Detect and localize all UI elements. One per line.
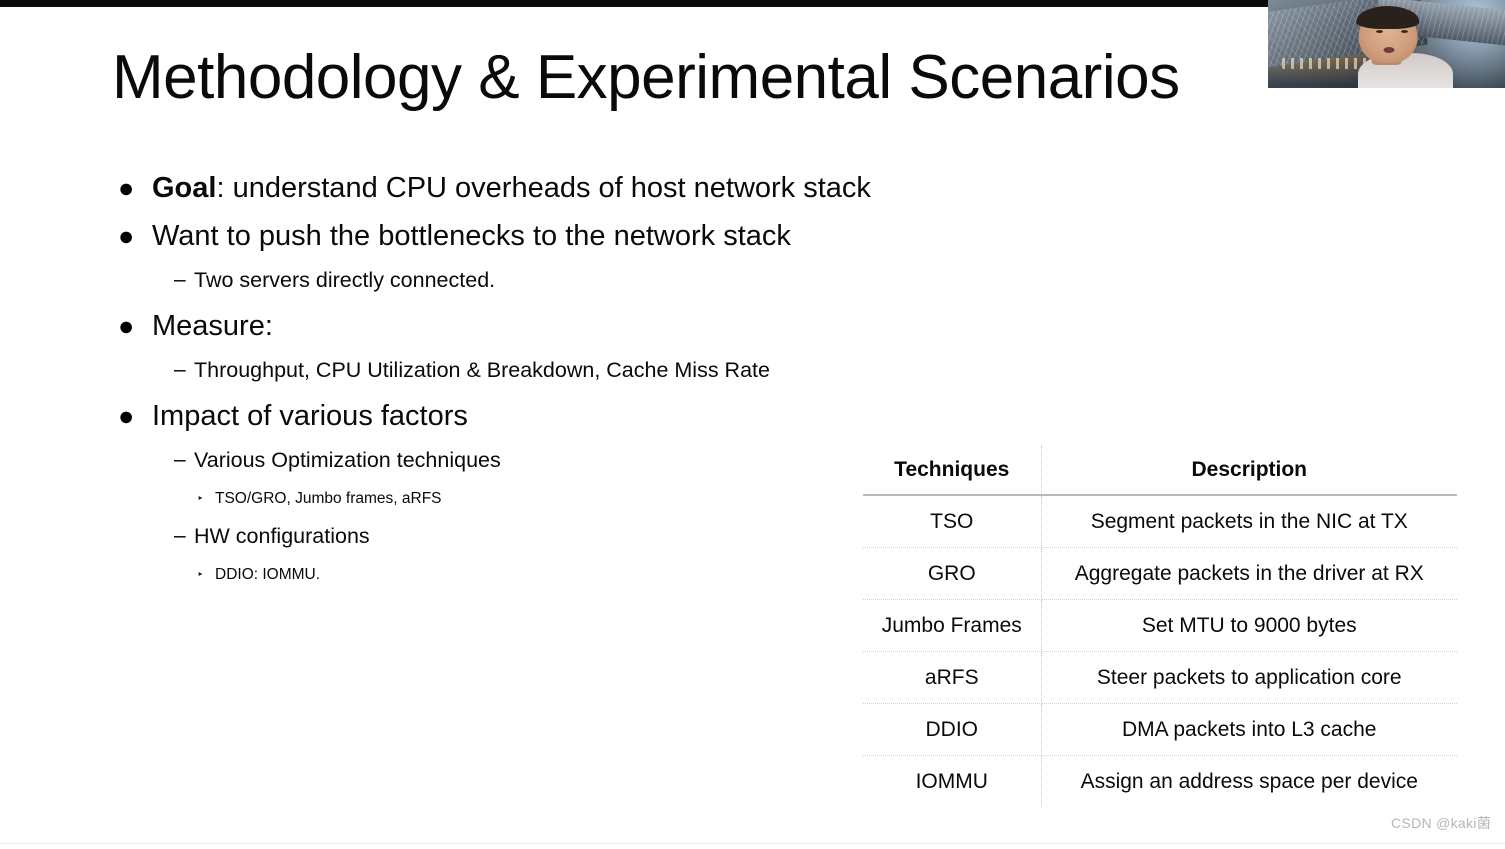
dash-icon: –: [174, 524, 186, 547]
top-black-bar: [0, 0, 1268, 7]
table-cell-description: Set MTU to 9000 bytes: [1041, 599, 1457, 652]
dash-icon: –: [174, 268, 186, 291]
techniques-table: Techniques Description TSO Segment packe…: [863, 446, 1457, 807]
triangle-icon: ‣: [197, 493, 204, 505]
bullet-group-want: ● Want to push the bottlenecks to the ne…: [112, 216, 852, 296]
table-row: DDIO DMA packets into L3 cache: [863, 703, 1457, 756]
sub-sub-bullet-techniques-label: TSO/GRO, Jumbo frames, aRFS: [215, 490, 442, 507]
table-cell-description: Assign an address space per device: [1080, 769, 1418, 793]
bullet-item-measure: ● Measure:: [112, 306, 852, 346]
page-title: Methodology & Experimental Scenarios: [112, 43, 1180, 112]
table-row: TSO Segment packets in the NIC at TX: [863, 495, 1457, 548]
table-cell-technique: IOMMU: [863, 755, 1042, 807]
table-cell-technique: TSO: [863, 495, 1042, 548]
bullet-item-goal-label: Goal: understand CPU overheads of host n…: [152, 168, 871, 208]
table-cell-technique: GRO: [863, 547, 1042, 600]
bullet-dot-icon: ●: [118, 173, 135, 203]
dash-icon: –: [174, 448, 186, 471]
table-cell-technique: DDIO: [863, 703, 1042, 756]
table-row: aRFS Steer packets to application core: [863, 651, 1457, 704]
dash-icon: –: [174, 358, 186, 381]
sub-sub-bullet-ddio: ‣ DDIO: IOMMU.: [112, 562, 852, 588]
bullet-item-impact: ● Impact of various factors: [112, 396, 852, 436]
presenter-mouth: [1383, 46, 1395, 53]
bullet-item-measure-label: Measure:: [152, 310, 273, 342]
presenter-eye-right: [1400, 29, 1408, 33]
sub-bullet-metrics-label: Throughput, CPU Utilization & Breakdown,…: [194, 358, 770, 382]
table-cell-technique: aRFS: [863, 651, 1042, 704]
sub-bullet-hw-config: – HW configurations: [112, 520, 852, 552]
table-header-techniques: Techniques: [863, 446, 1042, 496]
building-lights: [1282, 58, 1392, 69]
table-row: Jumbo Frames Set MTU to 9000 bytes: [863, 599, 1457, 652]
presenter-eye-left: [1375, 29, 1383, 33]
table-row: GRO Aggregate packets in the driver at R…: [863, 547, 1457, 600]
bullet-dot-icon: ●: [118, 401, 135, 431]
bullet-group-impact: ● Impact of various factors – Various Op…: [112, 396, 852, 588]
table-header-row: Techniques Description: [863, 446, 1457, 496]
table-cell-description: DMA packets into L3 cache: [1041, 703, 1457, 756]
bullet-item-goal: ● Goal: understand CPU overheads of host…: [112, 168, 871, 208]
bullet-dot-icon: ●: [118, 311, 135, 341]
bullet-item-want: ● Want to push the bottlenecks to the ne…: [112, 216, 852, 256]
bullet-group-measure: ● Measure: – Throughput, CPU Utilization…: [112, 306, 852, 386]
triangle-icon: ‣: [197, 569, 204, 581]
table-header-description: Description: [1041, 446, 1457, 496]
sub-bullet-two-servers: – Two servers directly connected.: [112, 264, 852, 296]
bullet-item-impact-label: Impact of various factors: [152, 400, 468, 432]
sub-bullet-optimization-label: Various Optimization techniques: [194, 448, 501, 472]
presenter-video-overlay[interactable]: [1268, 0, 1505, 88]
table-cell-technique: Jumbo Frames: [863, 599, 1042, 652]
bullet-goal-rest: : understand CPU overheads of host netwo…: [216, 172, 871, 204]
watermark: CSDN @kaki菌: [1391, 815, 1491, 831]
table-cell-description: Aggregate packets in the driver at RX: [1041, 547, 1457, 600]
presenter-hair: [1355, 6, 1420, 30]
sub-sub-bullet-ddio-label: DDIO: IOMMU.: [215, 566, 321, 583]
bullet-goal-bold: Goal: [152, 172, 217, 204]
sub-bullet-two-servers-label: Two servers directly connected.: [194, 268, 496, 292]
sub-bullet-metrics: – Throughput, CPU Utilization & Breakdow…: [112, 354, 852, 386]
table-row: IOMMU Assign an address space per device: [863, 755, 1457, 807]
bottom-hairline: [0, 843, 1505, 844]
bullet-item-want-label: Want to push the bottlenecks to the netw…: [152, 220, 791, 252]
table-cell-description: Steer packets to application core: [1041, 651, 1457, 704]
sub-bullet-optimization: – Various Optimization techniques: [112, 444, 852, 476]
bullet-list: ● Goal: understand CPU overheads of host…: [112, 168, 871, 598]
table-cell-description: Segment packets in the NIC at TX: [1041, 495, 1457, 548]
bullet-group-goal: ● Goal: understand CPU overheads of host…: [112, 168, 871, 208]
bullet-dot-icon: ●: [118, 221, 135, 251]
sub-sub-bullet-techniques: ‣ TSO/GRO, Jumbo frames, aRFS: [112, 486, 852, 512]
sub-bullet-hw-config-label: HW configurations: [194, 524, 370, 548]
